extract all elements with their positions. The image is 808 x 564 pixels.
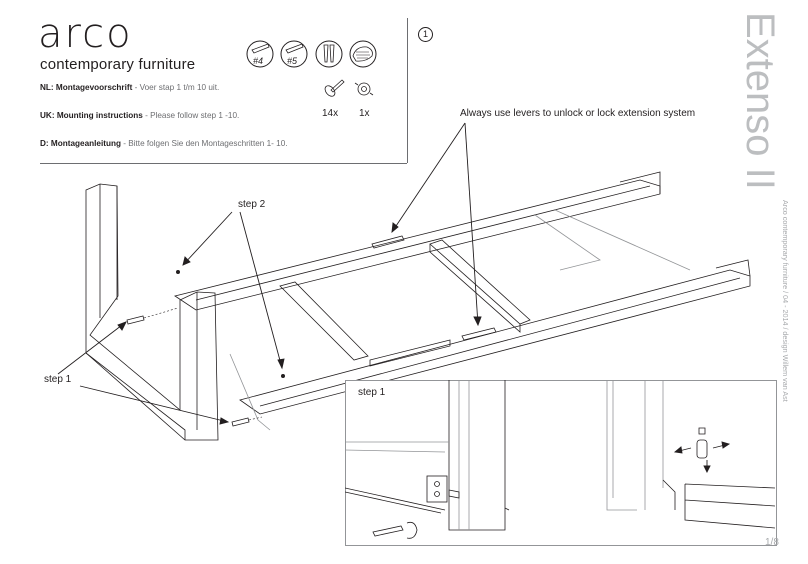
- dowel-bottom: [231, 417, 250, 427]
- instruction-uk-text: - Please follow step 1 -10.: [142, 111, 240, 120]
- allen-4-label: #4: [253, 56, 263, 66]
- brand-tagline: contemporary furniture: [40, 56, 196, 73]
- hand-icon: [349, 40, 377, 68]
- instruction-uk: UK: Mounting instructions - Please follo…: [40, 111, 239, 120]
- instruction-nl-label: NL: Montagevoorschrift: [40, 83, 133, 92]
- screwdriver-icon: [315, 40, 343, 68]
- detail-dowel: [372, 525, 404, 537]
- screw-quantity: 14x: [322, 108, 338, 119]
- header-divider-horizontal: [40, 163, 407, 164]
- detail-rail: [345, 487, 446, 514]
- instruction-de-label: D: Montageanleitung: [40, 139, 121, 148]
- detail-bolt: [696, 439, 708, 459]
- inset-step1-label: step 1: [358, 387, 386, 398]
- tools-parts-icons: #4 #5 14x 1x: [246, 40, 377, 119]
- detail-drawing: [345, 380, 775, 539]
- callout-levers: Always use levers to unlock or lock exte…: [460, 108, 696, 119]
- callout-step1: step 1: [44, 374, 72, 385]
- allen-5-label: #5: [287, 56, 298, 66]
- brand-logo: arco: [38, 11, 133, 57]
- leg-frame: [85, 183, 219, 441]
- instruction-nl-text: - Voer stap 1 t/m 10 uit.: [132, 83, 220, 92]
- instruction-uk-label: UK: Mounting instructions: [40, 111, 143, 120]
- bolt-hole-upper: [175, 269, 180, 274]
- screw-icon: [324, 79, 345, 97]
- detail-leg: [448, 380, 506, 531]
- bolt-icon: [354, 82, 374, 96]
- step-number-badge: 1: [418, 27, 433, 42]
- instruction-de: D: Montageanleitung - Bitte folgen Sie d…: [40, 139, 288, 148]
- detail-rail-right: [684, 483, 775, 529]
- bolt-hole-lower: [280, 373, 285, 378]
- dowel-top: [126, 315, 145, 325]
- lever-front: [461, 327, 497, 341]
- allen-key-4-icon: #4: [246, 40, 274, 68]
- lever-rear: [371, 235, 405, 249]
- instruction-nl: NL: Montagevoorschrift - Voer stap 1 t/m…: [40, 83, 219, 92]
- page-number: 1/8: [765, 537, 779, 548]
- instruction-de-text: - Bitte folgen Sie den Montageschritten …: [120, 139, 288, 148]
- callout-step2: step 2: [238, 199, 266, 210]
- front-rail: [239, 269, 751, 415]
- cross-member: [429, 239, 531, 325]
- bolt-quantity: 1x: [359, 108, 370, 119]
- detail-inset: [345, 380, 777, 546]
- allen-key-5-icon: #5: [280, 40, 308, 68]
- header-divider-vertical: [407, 18, 408, 163]
